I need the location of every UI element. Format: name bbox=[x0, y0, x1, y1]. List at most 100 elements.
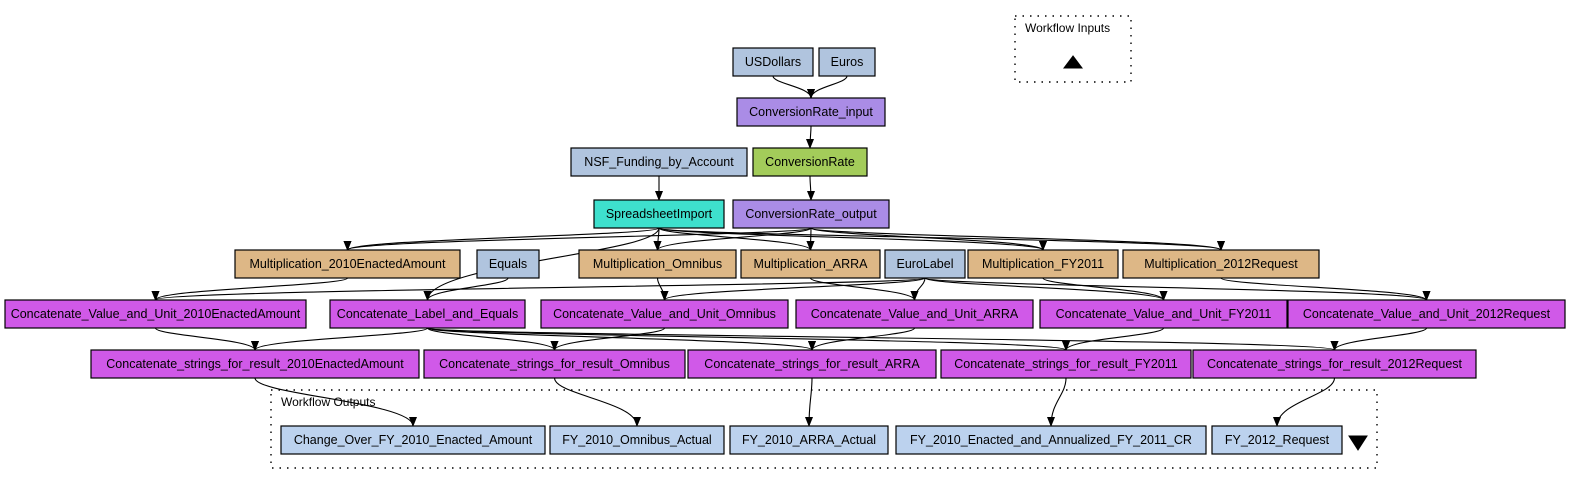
edge-spreadsheetimport-to-cle bbox=[423, 227, 660, 301]
node-cvu-2010[interactable]: Concatenate_Value_and_Unit_2010EnactedAm… bbox=[4, 299, 307, 329]
node-box[interactable] bbox=[818, 47, 876, 77]
node-csr-fy2011[interactable]: Concatenate_strings_for_result_FY2011 bbox=[940, 349, 1192, 379]
edge-cvu-fy2011-to-csr-fy2011 bbox=[1062, 327, 1165, 351]
node-label: Equals bbox=[489, 257, 527, 271]
node-label: SpreadsheetImport bbox=[606, 207, 713, 221]
node-box[interactable] bbox=[476, 249, 540, 279]
node-conversionrate[interactable]: ConversionRate bbox=[752, 147, 868, 177]
node-multiplication-arra[interactable]: Multiplication_ARRA bbox=[740, 249, 881, 279]
node-label: Concatenate_Value_and_Unit_ARRA bbox=[811, 307, 1019, 321]
node-out-omnibus[interactable]: FY_2010_Omnibus_Actual bbox=[549, 425, 725, 455]
node-label: FY_2010_Omnibus_Actual bbox=[562, 433, 711, 447]
node-box[interactable] bbox=[732, 47, 814, 77]
node-euros[interactable]: Euros bbox=[818, 47, 876, 77]
node-conversionrate-input[interactable]: ConversionRate_input bbox=[736, 97, 886, 127]
edge-conversionrate-output-to-multiplication-2012request bbox=[810, 227, 1225, 251]
edge-conversionrate-output-to-multiplication-fy2011 bbox=[810, 227, 1047, 251]
node-label: FY_2012_Request bbox=[1225, 433, 1330, 447]
node-cvu-omnibus[interactable]: Concatenate_Value_and_Unit_Omnibus bbox=[540, 299, 789, 329]
node-label: Concatenate_strings_for_result_Omnibus bbox=[439, 357, 670, 371]
node-box[interactable] bbox=[1039, 299, 1288, 329]
node-out-arra[interactable]: FY_2010_ARRA_Actual bbox=[729, 425, 889, 455]
edge-csr-arra-to-out-arra bbox=[805, 377, 814, 427]
node-label: Concatenate_Value_and_Unit_Omnibus bbox=[553, 307, 776, 321]
node-box[interactable] bbox=[729, 425, 889, 455]
node-box[interactable] bbox=[1192, 349, 1477, 379]
edge-cvu-2012-to-csr-2012 bbox=[1330, 327, 1428, 351]
node-cvu-fy2011[interactable]: Concatenate_Value_and_Unit_FY2011 bbox=[1039, 299, 1288, 329]
node-label: NSF_Funding_by_Account bbox=[584, 155, 734, 169]
workflow-inputs-cluster: Workflow Inputs bbox=[1014, 15, 1132, 83]
node-box[interactable] bbox=[549, 425, 725, 455]
node-label: Concatenate_Value_and_Unit_2010EnactedAm… bbox=[11, 307, 301, 321]
edge-eurolabel-to-cvu-omnibus bbox=[660, 277, 926, 301]
node-label: Concatenate_strings_for_result_FY2011 bbox=[954, 357, 1178, 371]
node-label: Multiplication_Omnibus bbox=[593, 257, 722, 271]
node-out-fy2011[interactable]: FY_2010_Enacted_and_Annualized_FY_2011_C… bbox=[895, 425, 1207, 455]
node-spreadsheetimport[interactable]: SpreadsheetImport bbox=[593, 199, 725, 229]
edge-multiplication-2012request-to-cvu-2012 bbox=[1220, 277, 1431, 301]
node-multiplication-2012request[interactable]: Multiplication_2012Request bbox=[1122, 249, 1320, 279]
node-multiplication-fy2011[interactable]: Multiplication_FY2011 bbox=[967, 249, 1119, 279]
node-label: Multiplication_2012Request bbox=[1144, 257, 1298, 271]
node-box[interactable] bbox=[795, 299, 1034, 329]
node-csr-2010[interactable]: Concatenate_strings_for_result_2010Enact… bbox=[90, 349, 420, 379]
node-conversionrate-output[interactable]: ConversionRate_output bbox=[732, 199, 890, 229]
node-box[interactable] bbox=[884, 249, 966, 279]
edge-conversionrate-to-conversionrate-output bbox=[806, 175, 815, 201]
node-box[interactable] bbox=[90, 349, 420, 379]
node-box[interactable] bbox=[540, 299, 789, 329]
node-multiplication-2010enactedamount[interactable]: Multiplication_2010EnactedAmount bbox=[234, 249, 461, 279]
node-box[interactable] bbox=[4, 299, 307, 329]
node-out-change[interactable]: Change_Over_FY_2010_Enacted_Amount bbox=[280, 425, 546, 455]
node-box[interactable] bbox=[752, 147, 868, 177]
edge-conversionrate-input-to-conversionrate bbox=[806, 125, 815, 149]
edge-euros-to-conversionrate-input bbox=[807, 75, 848, 99]
workflow-outputs-label: Workflow Outputs bbox=[281, 395, 375, 409]
workflow-inputs-label: Workflow Inputs bbox=[1025, 21, 1110, 35]
edge-eurolabel-to-cvu-2012 bbox=[924, 277, 1431, 301]
node-label: Change_Over_FY_2010_Enacted_Amount bbox=[294, 433, 533, 447]
node-box[interactable] bbox=[1211, 425, 1343, 455]
node-eurolabel[interactable]: EuroLabel bbox=[884, 249, 966, 279]
node-box[interactable] bbox=[732, 199, 890, 229]
node-label: USDollars bbox=[745, 55, 801, 69]
node-equals[interactable]: Equals bbox=[476, 249, 540, 279]
edge-eurolabel-to-cvu-arra bbox=[910, 277, 926, 301]
edge-cle-to-csr-fy2011 bbox=[426, 327, 1070, 351]
node-cvu-2012[interactable]: Concatenate_Value_and_Unit_2012Request bbox=[1287, 299, 1566, 329]
node-label: Multiplication_2010EnactedAmount bbox=[250, 257, 446, 271]
node-box[interactable] bbox=[740, 249, 881, 279]
node-box[interactable] bbox=[329, 299, 526, 329]
node-box[interactable] bbox=[280, 425, 546, 455]
node-box[interactable] bbox=[1122, 249, 1320, 279]
node-box[interactable] bbox=[1287, 299, 1566, 329]
node-box[interactable] bbox=[593, 199, 725, 229]
edge-csr-2012-to-out-2012 bbox=[1273, 377, 1336, 427]
node-box[interactable] bbox=[895, 425, 1207, 455]
node-box[interactable] bbox=[234, 249, 461, 279]
node-multiplication-omnibus[interactable]: Multiplication_Omnibus bbox=[578, 249, 737, 279]
node-nsf-funding-by-account[interactable]: NSF_Funding_by_Account bbox=[570, 147, 748, 177]
node-csr-arra[interactable]: Concatenate_strings_for_result_ARRA bbox=[687, 349, 937, 379]
node-box[interactable] bbox=[578, 249, 737, 279]
edge-csr-fy2011-to-out-fy2011 bbox=[1047, 377, 1067, 427]
node-box[interactable] bbox=[736, 97, 886, 127]
node-label: Multiplication_ARRA bbox=[754, 257, 869, 271]
node-csr-omnibus[interactable]: Concatenate_strings_for_result_Omnibus bbox=[423, 349, 686, 379]
node-box[interactable] bbox=[940, 349, 1192, 379]
edge-spreadsheetimport-to-multiplication-2012request bbox=[658, 227, 1225, 251]
node-csr-2012[interactable]: Concatenate_strings_for_result_2012Reque… bbox=[1192, 349, 1477, 379]
node-out-2012[interactable]: FY_2012_Request bbox=[1211, 425, 1343, 455]
node-usdollars[interactable]: USDollars bbox=[732, 47, 814, 77]
node-cle[interactable]: Concatenate_Label_and_Equals bbox=[329, 299, 526, 329]
node-box[interactable] bbox=[423, 349, 686, 379]
edge-conversionrate-output-to-multiplication-2010enactedamount bbox=[343, 227, 812, 251]
node-cvu-arra[interactable]: Concatenate_Value_and_Unit_ARRA bbox=[795, 299, 1034, 329]
edge-conversionrate-output-to-multiplication-arra bbox=[806, 227, 815, 251]
node-box[interactable] bbox=[967, 249, 1119, 279]
node-box[interactable] bbox=[570, 147, 748, 177]
edge-cvu-2010-to-csr-2010 bbox=[154, 327, 259, 351]
node-box[interactable] bbox=[687, 349, 937, 379]
